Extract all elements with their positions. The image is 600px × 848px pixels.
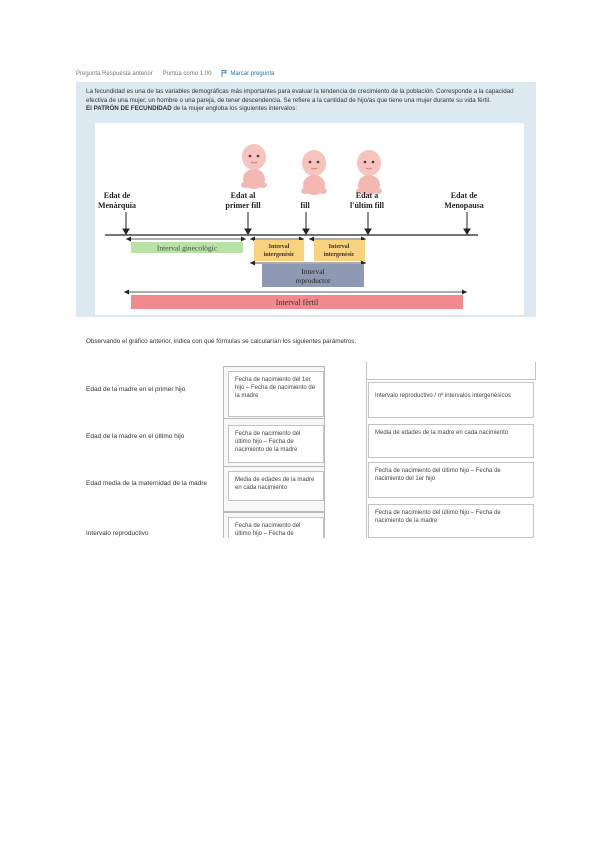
intro-paragraph: La fecundidad es una de las variables de… [86,88,514,104]
option-card[interactable]: Fecha de nacimiento del último hijo – Fe… [368,462,534,498]
interval-intergenesic-1-label-1: Interval [269,244,290,250]
question-panel: La fecundidad es una de las variables de… [76,82,536,317]
drop-slot[interactable]: Media de edades de la madre en cada naci… [223,466,325,512]
empty-option-slot[interactable] [366,362,536,380]
answer-card[interactable]: Fecha de nacimiento del último hijo – Fe… [228,517,324,538]
interval-intergenesic-2-bar [314,240,365,261]
matching-area: Edad de la madre en el primer hijo Edad … [76,362,536,538]
interval-ginecologic: Interval ginecològic [126,236,246,253]
interval-intergenesic-2-label-1: Interval [329,244,350,250]
interval-fertil: Interval fèrtil [124,289,467,309]
option-card[interactable]: Intervalo reproductivo / nº intervalos i… [368,382,534,418]
row-label: Edad de la madre en el primer hijo [86,386,186,393]
interval-reproductor-label-2: reproductor [296,276,331,285]
interval-fertil-label: Interval fèrtil [276,298,319,307]
options-pool [366,362,536,538]
question-prompt: Observando el gráfico anterior, indica c… [86,338,357,345]
interval-intergenesic-1-bar [254,240,304,261]
label-primer-1: Edat al [231,191,256,200]
row-label: Intervalo reproductivo [86,530,149,537]
row-label: Edad media de la maternidad de la madre [86,480,208,487]
label-menarquia-2: Menàrquia [98,201,136,210]
question-info-bar: Pregunta Respuesta anterior Puntúa como … [76,70,274,77]
answer-card[interactable]: Media de edades de la madre en cada naci… [228,471,324,501]
label-ultim-2: l'últim fill [350,201,385,210]
drop-slot[interactable]: Fecha de nacimiento del último hijo – Fe… [223,418,325,468]
row-label: Edad de la madre en el último hijo [86,433,185,440]
drop-slot[interactable]: Fecha de nacimiento del 1er hijo – Fecha… [223,366,325,420]
interval-intergenesic-2: Interval intergenèsic [309,236,366,261]
interval-reproductor-label-1: Interval [301,267,324,276]
answer-card[interactable]: Fecha de nacimiento del 1er hijo – Fecha… [228,371,324,417]
option-card[interactable]: Fecha de nacimiento del último hijo – Fe… [368,504,534,538]
baby-icon [301,150,327,195]
intro-rest: de la mujer engloba los siguientes inter… [171,105,297,113]
option-card[interactable]: Media de edades de la madre en cada naci… [368,424,534,458]
interval-ginecologic-label: Interval ginecològic [157,244,218,253]
flag-icon [222,70,228,77]
drop-slot[interactable]: Fecha de nacimiento del último hijo – Fe… [223,512,325,538]
fertility-diagram: Edat de Menàrquia Edat al primer fill fi… [95,123,524,315]
question-score: Puntúa como 1,00 [162,70,212,77]
interval-fertil-bar [131,295,463,309]
flag-question-link[interactable]: Marcar pregunta [221,70,274,77]
interval-reproductor: Interval reproductor [250,260,366,287]
intro-bold: El PATRÓN DE FECUNDIDAD [86,105,172,113]
answer-card[interactable]: Fecha de nacimiento del último hijo – Fe… [228,425,324,463]
label-fill: fill [300,201,310,210]
interval-intergenesic-1-label-2: intergenèsic [264,252,295,258]
label-primer-2: primer fill [225,201,261,210]
baby-icon [241,144,267,189]
fertility-diagram-svg: Edat de Menàrquia Edat al primer fill fi… [98,144,484,309]
baby-icon [356,150,382,195]
label-menopausa-2: Menopausa [444,201,484,210]
label-menopausa-1: Edat de [451,191,478,200]
interval-ginecologic-bar [131,242,243,253]
event-markers [122,212,471,235]
flag-label: Marcar pregunta [230,70,275,77]
interval-reproductor-bar [262,264,364,287]
label-ultim-1: Edat a [356,191,378,200]
interval-intergenesic-1: Interval intergenèsic [250,236,304,261]
intro-text: La fecundidad es una de las variables de… [86,88,526,114]
question-status: Pregunta Respuesta anterior [76,70,153,77]
label-menarquia-1: Edat de [104,191,131,200]
interval-intergenesic-2-label-2: intergenèsic [324,252,355,258]
